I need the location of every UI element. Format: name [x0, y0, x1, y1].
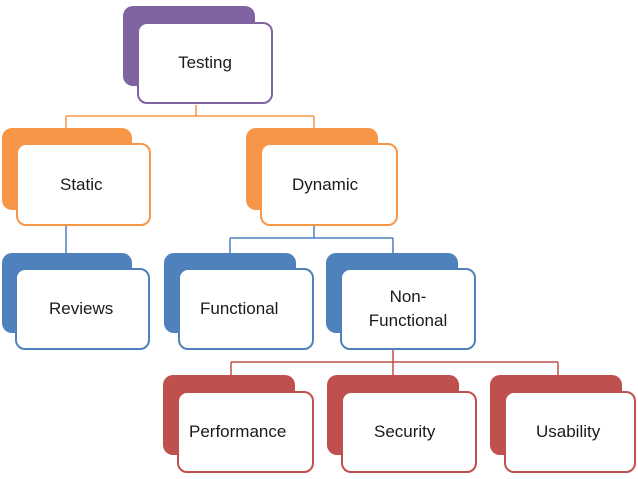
node-usability-label: Usability: [536, 422, 601, 441]
node-static-box: Static: [16, 143, 151, 226]
node-non-functional-label: Non- Functional: [368, 287, 448, 330]
node-testing-box: Testing: [137, 22, 273, 104]
node-reviews: Reviews: [2, 253, 150, 350]
connector-dynamic: [229, 226, 394, 254]
node-security: Security: [327, 375, 477, 473]
node-functional-label: Functional: [200, 299, 279, 318]
node-reviews-box: Reviews: [15, 268, 150, 350]
connector-nonfunctional: [230, 350, 559, 376]
node-static: Static: [2, 128, 151, 226]
node-usability: Usability: [490, 375, 636, 473]
node-functional-box: Functional: [178, 268, 314, 350]
node-dynamic-box: Dynamic: [260, 143, 398, 226]
node-static-label: Static: [60, 174, 103, 194]
node-non-functional: Non- Functional: [326, 253, 476, 350]
node-performance: Performance: [163, 375, 314, 473]
node-usability-box: Usability: [504, 391, 636, 473]
connector-testing: [65, 105, 315, 129]
node-performance-box: Performance: [177, 391, 314, 473]
node-non-functional-box: Non- Functional: [340, 268, 476, 350]
node-dynamic-label: Dynamic: [292, 174, 359, 194]
node-performance-label: Performance: [189, 422, 287, 441]
node-testing-label: Testing: [178, 53, 232, 72]
node-testing: Testing: [123, 6, 273, 104]
node-functional: Functional: [164, 253, 314, 350]
node-dynamic: Dynamic: [246, 128, 398, 226]
node-reviews-label: Reviews: [49, 299, 114, 318]
node-security-box: Security: [341, 391, 477, 473]
node-security-label: Security: [374, 422, 436, 441]
